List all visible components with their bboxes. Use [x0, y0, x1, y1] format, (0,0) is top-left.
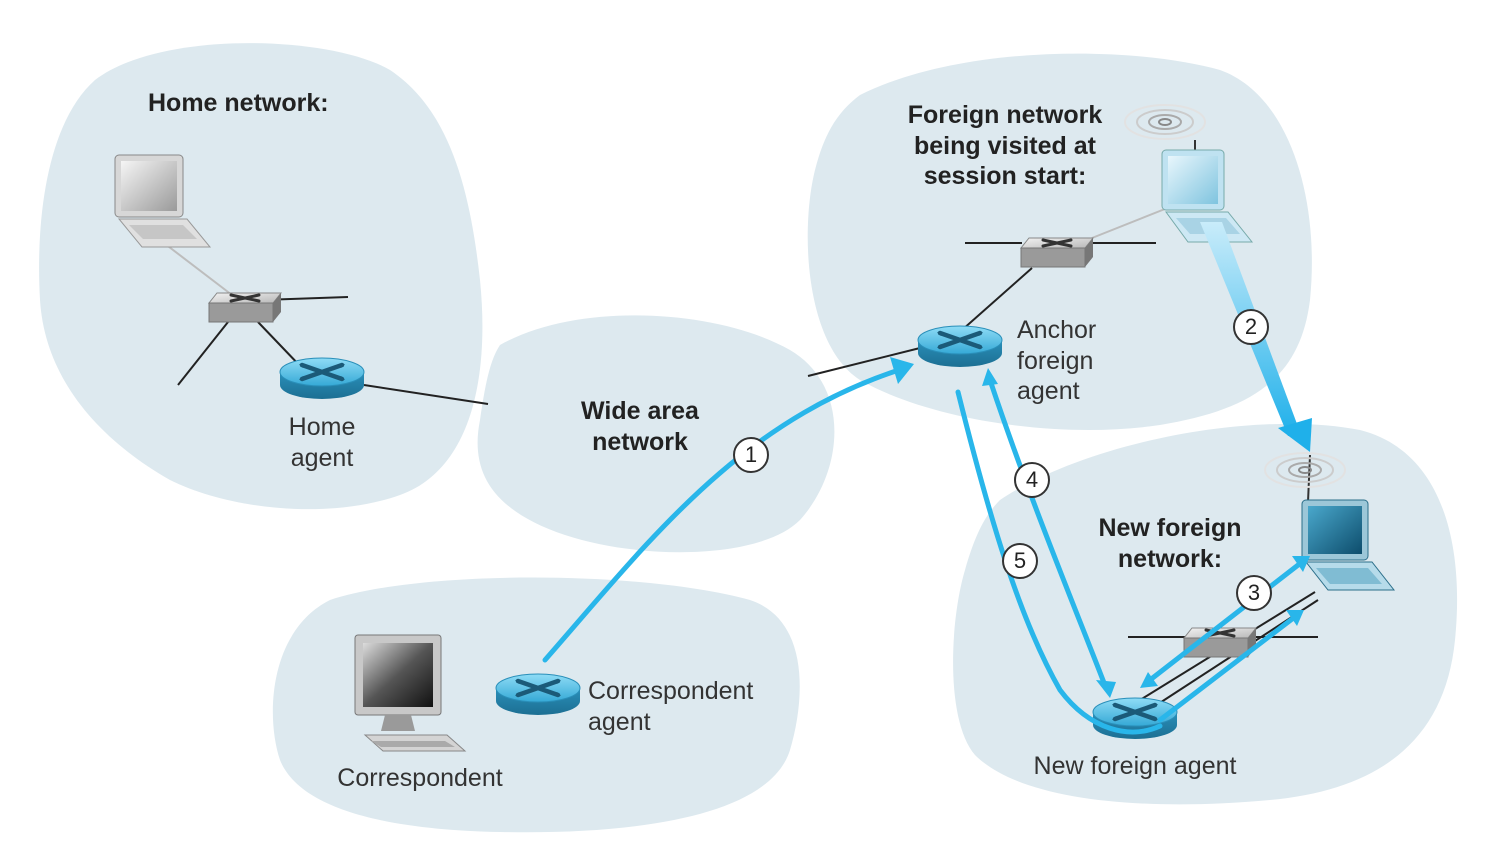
flow-3-arrowhead-up — [1286, 610, 1304, 626]
home-laptop-icon — [114, 154, 212, 248]
new-foreign-laptop-icon — [1301, 499, 1396, 591]
wan-title: Wide area network — [560, 396, 720, 457]
foreign-switch-icon — [1019, 236, 1095, 269]
new-foreign-network-title: New foreign network: — [1080, 513, 1260, 574]
correspondent-computer-icon — [354, 634, 467, 752]
home-agent-label-line1: Home — [288, 413, 356, 441]
flow-3-arrowhead-back — [1140, 672, 1158, 688]
correspondent-agent-line1: Correspondent — [588, 677, 754, 705]
flow-2-arrowhead — [1278, 418, 1312, 452]
new-foreign-title-line2: network: — [1117, 544, 1223, 573]
wan-title-line1: Wide area — [581, 397, 699, 425]
step-4-badge: 4 — [1014, 462, 1050, 498]
foreign-title-line3: session start: — [923, 162, 1087, 190]
home-agent-label-line2: agent — [290, 443, 354, 472]
anchor-foreign-agent-label: Anchor foreign agent — [1017, 315, 1096, 407]
anchor-label-line2: foreign — [1017, 346, 1094, 375]
correspondent-label: Correspondent — [337, 764, 503, 792]
anchor-label-line1: Anchor — [1017, 316, 1097, 344]
step-3-badge: 3 — [1236, 575, 1272, 611]
new-foreign-agent-label: New foreign agent — [1033, 752, 1237, 780]
flow-3-path-out — [1147, 559, 1305, 683]
step-5-badge: 5 — [1002, 543, 1038, 579]
wan-cloud — [477, 315, 835, 553]
flow-1-arrowhead — [890, 357, 914, 384]
step-1-badge: 1 — [733, 437, 769, 473]
new-foreign-title-line1: New foreign — [1098, 514, 1242, 542]
flow-4-path — [987, 377, 1109, 691]
correspondent-agent-router-icon — [496, 674, 580, 715]
correspondent-agent-line2: agent — [588, 707, 651, 736]
flow-4-arrowhead-up — [982, 368, 998, 386]
anchor-label-line3: agent — [1017, 377, 1080, 405]
flow-3-path-up — [1157, 613, 1299, 723]
flow-5-path — [955, 389, 1163, 735]
wan-title-line2: network — [592, 427, 688, 456]
step-2-badge: 2 — [1233, 309, 1269, 345]
foreign-title-line1: Foreign network — [907, 101, 1103, 129]
foreign-title-line2: being visited at — [914, 131, 1096, 160]
home-switch-icon — [207, 291, 283, 324]
foreign-network-title: Foreign network being visited at session… — [890, 100, 1120, 192]
correspondent-agent-label: Correspondent agent — [588, 676, 753, 737]
flow-1-path — [542, 365, 908, 663]
flow-3-arrowhead-out — [1292, 556, 1310, 572]
home-network-title: Home network: — [148, 89, 329, 117]
home-agent-label: Home agent — [270, 412, 374, 473]
home-agent-router-icon — [280, 358, 364, 399]
anchor-foreign-agent-router-icon — [918, 326, 1002, 367]
flow-4-arrowhead-down — [1096, 680, 1116, 698]
